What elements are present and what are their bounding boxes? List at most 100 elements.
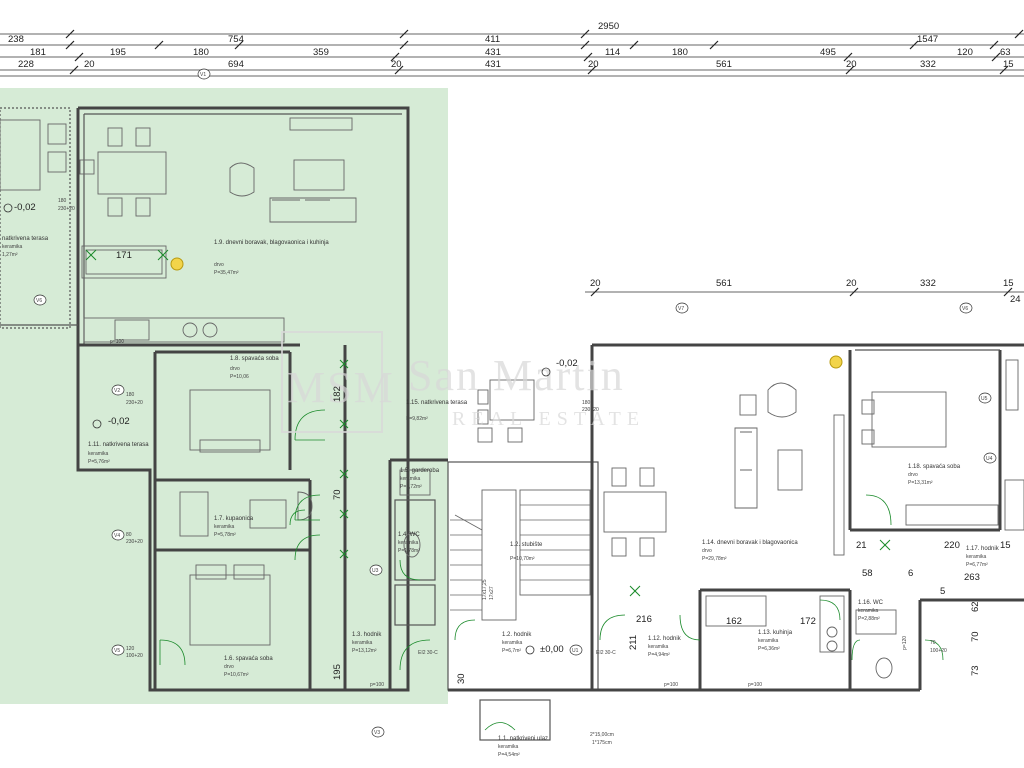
window-tag: U4 [983, 452, 997, 464]
svg-text:P=9,82m²: P=9,82m² [406, 416, 428, 422]
svg-text:1.11. natkrivena terasa: 1.11. natkrivena terasa [88, 442, 149, 448]
light-icon [170, 257, 184, 271]
window-tag: V3 [371, 726, 385, 738]
svg-text:P=1,78m²: P=1,78m² [398, 548, 420, 554]
dim-row3: 20 [84, 59, 95, 70]
light-icon [829, 355, 843, 369]
svg-text:162: 162 [726, 616, 742, 627]
svg-text:P=13,31m²: P=13,31m² [908, 480, 933, 486]
svg-text:P=0,72m²: P=0,72m² [400, 484, 422, 490]
dim-row3: 694 [228, 59, 244, 70]
dim-row3: 332 [920, 59, 936, 70]
left-apartment-doors [85, 249, 431, 671]
svg-text:1.15. natkrivena terasa: 1.15. natkrivena terasa [406, 400, 468, 406]
svg-text:80: 80 [126, 532, 132, 538]
svg-text:1,27m²: 1,27m² [2, 252, 18, 258]
svg-text:P=10,67m²: P=10,67m² [224, 672, 249, 678]
dim-row2: 180 [672, 47, 688, 58]
dim-total: 2950 [598, 21, 619, 32]
svg-text:220: 220 [944, 540, 960, 551]
svg-text:-0,02: -0,02 [14, 202, 36, 213]
svg-text:1.7. kupaonica: 1.7. kupaonica [214, 516, 254, 522]
mid-dimension-line: 20 561 20 332 15 24 [585, 278, 1024, 305]
svg-text:180: 180 [582, 400, 591, 406]
svg-text:15: 15 [1000, 540, 1011, 551]
svg-text:195: 195 [332, 664, 343, 680]
dim-mid: 332 [920, 278, 936, 289]
svg-text:keramika: keramika [400, 476, 421, 482]
level-marker: -0,02 [92, 416, 130, 429]
svg-text:1.12. hodnik: 1.12. hodnik [648, 636, 682, 642]
svg-text:120: 120 [126, 646, 135, 652]
dim-row1: 754 [228, 34, 244, 45]
dim-row3: 20 [846, 59, 857, 70]
svg-text:70: 70 [930, 640, 936, 646]
room-1-14: 1.14. dnevni boravak i blagovaonicadrvoP… [702, 540, 798, 562]
svg-text:230+20: 230+20 [126, 400, 143, 406]
watermark-logo: MSM [286, 363, 395, 412]
right-apartment-doors [454, 494, 944, 661]
window-tag: U1 [569, 644, 583, 656]
level-marker: ±0,00 [525, 644, 564, 655]
svg-text:1.16. WC: 1.16. WC [858, 600, 884, 606]
svg-text:1.18. spavaća soba: 1.18. spavaća soba [908, 464, 961, 470]
svg-text:230+20: 230+20 [582, 407, 599, 413]
window-tag: V6 [33, 294, 47, 306]
svg-text:P=35,47m²: P=35,47m² [214, 270, 239, 276]
dim-row1: 1547 [917, 34, 938, 45]
dim-row2: 431 [485, 47, 501, 58]
svg-text:p=100: p=100 [664, 682, 678, 688]
dim-mid: 20 [846, 278, 857, 289]
svg-text:V1: V1 [200, 72, 206, 78]
svg-text:1.6. spavaća soba: 1.6. spavaća soba [224, 656, 273, 662]
svg-text:keramika: keramika [858, 608, 879, 614]
svg-text:P=6,36m²: P=6,36m² [758, 646, 780, 652]
svg-text:drvo: drvo [702, 548, 712, 554]
dim-row2: 195 [110, 47, 126, 58]
dim-row3: 20 [391, 59, 402, 70]
svg-text:V5: V5 [114, 648, 120, 654]
window-tag: V4 [111, 529, 125, 541]
vertical-dims: 182 70 195 211 62 70 73 216 162 172 21 2… [332, 386, 1011, 684]
svg-text:natkrivena terasa: natkrivena terasa [2, 236, 49, 242]
svg-text:5: 5 [940, 586, 945, 597]
svg-text:1.3. hodnik: 1.3. hodnik [352, 632, 382, 638]
svg-text:P=10,70m²: P=10,70m² [510, 556, 535, 562]
svg-text:keramika: keramika [498, 744, 519, 750]
svg-text:P=5,76m²: P=5,76m² [88, 459, 110, 465]
svg-text:1.5. garderoba: 1.5. garderoba [400, 468, 440, 474]
highlighted-apartment-area [0, 88, 448, 704]
svg-text:172: 172 [800, 616, 816, 627]
level-markers: -0,02 -0,02 -0,02 ±0,00 [3, 202, 578, 655]
dim-row2: 180 [193, 47, 209, 58]
dim-mid: 15 [1003, 278, 1014, 289]
watermark-line2: REAL ESTATE [452, 408, 645, 430]
window-tags: V1 V6 V2 V4 V5 V3 V7 V6 U3 U1 U5 U4 [33, 68, 997, 738]
dim-mid: 561 [716, 278, 732, 289]
svg-text:P=5,78m²: P=5,78m² [214, 532, 236, 538]
left-apartment-furniture [0, 117, 431, 646]
svg-text:P=6,77m²: P=6,77m² [966, 562, 988, 568]
svg-text:216: 216 [636, 614, 652, 625]
svg-text:1.4. WC: 1.4. WC [398, 532, 420, 538]
svg-text:drvo: drvo [214, 262, 224, 268]
svg-text:70: 70 [970, 631, 981, 642]
room-labels: 1.9. dnevni boravak, blagovaonica i kuhi… [2, 236, 1000, 758]
svg-text:21: 21 [856, 540, 867, 551]
svg-text:263: 263 [964, 572, 980, 583]
top-dimension-lines: 2950 238 754 411 1547 181 195 180 359 43… [0, 21, 1024, 77]
svg-text:1.13. kuhinja: 1.13. kuhinja [758, 630, 793, 636]
